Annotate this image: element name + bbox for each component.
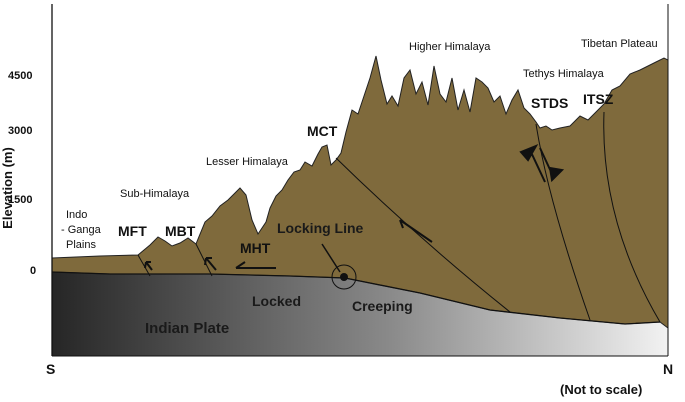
region-indo-label-2: - Ganga <box>61 224 102 236</box>
mbt-thrust-arrow <box>204 257 217 271</box>
north-label: N <box>663 361 673 377</box>
mct-thrust-arrow <box>399 219 433 243</box>
not-to-scale-note: (Not to scale) <box>560 382 642 397</box>
stds-arrow-down <box>539 147 565 183</box>
mct-fault-line <box>335 157 511 313</box>
fault-mbt-label: MBT <box>165 223 196 239</box>
itsz-fault-line <box>603 111 661 323</box>
fault-itsz-label: ITSZ <box>583 91 614 107</box>
indian-plate-shape <box>52 272 668 356</box>
mft-thrust-arrow <box>144 261 153 271</box>
fault-mht-label: MHT <box>240 240 271 256</box>
y-tick-4500: 4500 <box>8 70 32 82</box>
locking-point-dot <box>340 273 348 281</box>
y-tick-0: 0 <box>30 265 36 277</box>
region-indo-label-3: Plains <box>66 239 96 251</box>
region-tethys-himalaya-label: Tethys Himalaya <box>523 68 605 80</box>
region-lesser-himalaya-label: Lesser Himalaya <box>206 156 289 168</box>
south-label: S <box>46 361 55 377</box>
locking-line-label: Locking Line <box>277 220 364 236</box>
mht-thrust-arrow <box>235 261 276 269</box>
y-axis-title: Elevation (m) <box>0 147 15 229</box>
mft-fault-line <box>137 254 151 277</box>
locked-label: Locked <box>252 293 301 309</box>
y-tick-1500: 1500 <box>8 194 32 206</box>
mbt-fault-line <box>195 243 213 277</box>
stds-arrow-up <box>519 144 546 183</box>
creeping-label: Creeping <box>352 298 413 314</box>
region-sub-himalaya-label: Sub-Himalaya <box>120 188 190 200</box>
region-indo-label-1: Indo <box>66 209 87 221</box>
region-higher-himalaya-label: Higher Himalaya <box>409 41 491 53</box>
stds-fault-line <box>535 123 591 321</box>
fault-mft-label: MFT <box>118 223 147 239</box>
indian-plate-label: Indian Plate <box>145 320 229 337</box>
locking-point-ring <box>331 264 357 290</box>
region-tibetan-plateau-label: Tibetan Plateau <box>581 38 658 50</box>
fault-mct-label: MCT <box>307 123 338 139</box>
fault-stds-label: STDS <box>531 95 568 111</box>
y-tick-3000: 3000 <box>8 125 32 137</box>
mht-detachment-line <box>51 271 661 325</box>
